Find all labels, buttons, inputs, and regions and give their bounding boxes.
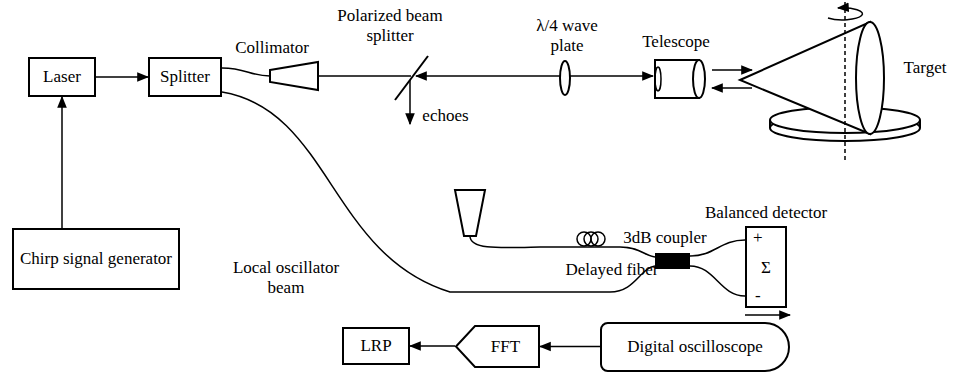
sign-symbol: Σ: [761, 258, 771, 278]
fiber: [690, 266, 745, 296]
node-label: Digital oscilloscope: [627, 337, 763, 357]
beam: [318, 75, 411, 77]
node-label: LRP: [360, 336, 391, 356]
signal-arrow: [96, 76, 148, 78]
part-label: echoes: [418, 106, 473, 126]
sign-symbol: +: [753, 228, 763, 248]
process-box: Splitter: [148, 57, 222, 97]
beam: [416, 75, 653, 77]
part-label: Local oscillator beam: [226, 258, 346, 297]
beam: [712, 87, 752, 89]
part-label: Delayed fiber: [562, 260, 662, 280]
node-label: Laser: [43, 67, 81, 87]
signal-arrow: [745, 314, 790, 316]
signal-arrow: [61, 97, 63, 228]
target-figure: [740, 2, 920, 160]
telescope-symbol: [655, 60, 705, 98]
oscilloscope-box: Digital oscilloscope: [600, 322, 790, 372]
sign-symbol: -: [755, 286, 761, 306]
signal-arrow: [540, 346, 600, 348]
receiver-collimator: [455, 190, 485, 236]
echo-beam: [409, 80, 411, 124]
collimator-symbol: [270, 62, 318, 90]
part-label: 3dB coupler: [620, 228, 710, 248]
detector-label: Balanced detector: [705, 203, 827, 223]
detector-box: Balanced detector+Σ-: [745, 226, 787, 308]
process-box: LRP: [342, 327, 410, 365]
part-label: Collimator: [232, 38, 312, 58]
fiber: [222, 68, 270, 76]
part-label: Polarized beam splitter: [335, 6, 445, 45]
beam: [712, 69, 752, 71]
fft-block: FFT: [455, 325, 540, 368]
wave-plate-symbol: [560, 61, 570, 95]
signal-arrow: [410, 345, 455, 347]
node-label: FFT: [491, 337, 520, 357]
fiber-coil: [577, 232, 605, 246]
part-label: Telescope: [636, 32, 716, 52]
node-label: Chirp signal generator: [20, 249, 172, 269]
part-label: λ/4 wave plate: [527, 16, 607, 55]
node-label: Splitter: [160, 67, 210, 87]
coupler-symbol: [655, 253, 690, 269]
process-box: Chirp signal generator: [12, 228, 180, 290]
beam-splitter-symbol: [395, 56, 428, 100]
process-box: Laser: [28, 57, 96, 97]
part-label: Target: [895, 58, 955, 78]
